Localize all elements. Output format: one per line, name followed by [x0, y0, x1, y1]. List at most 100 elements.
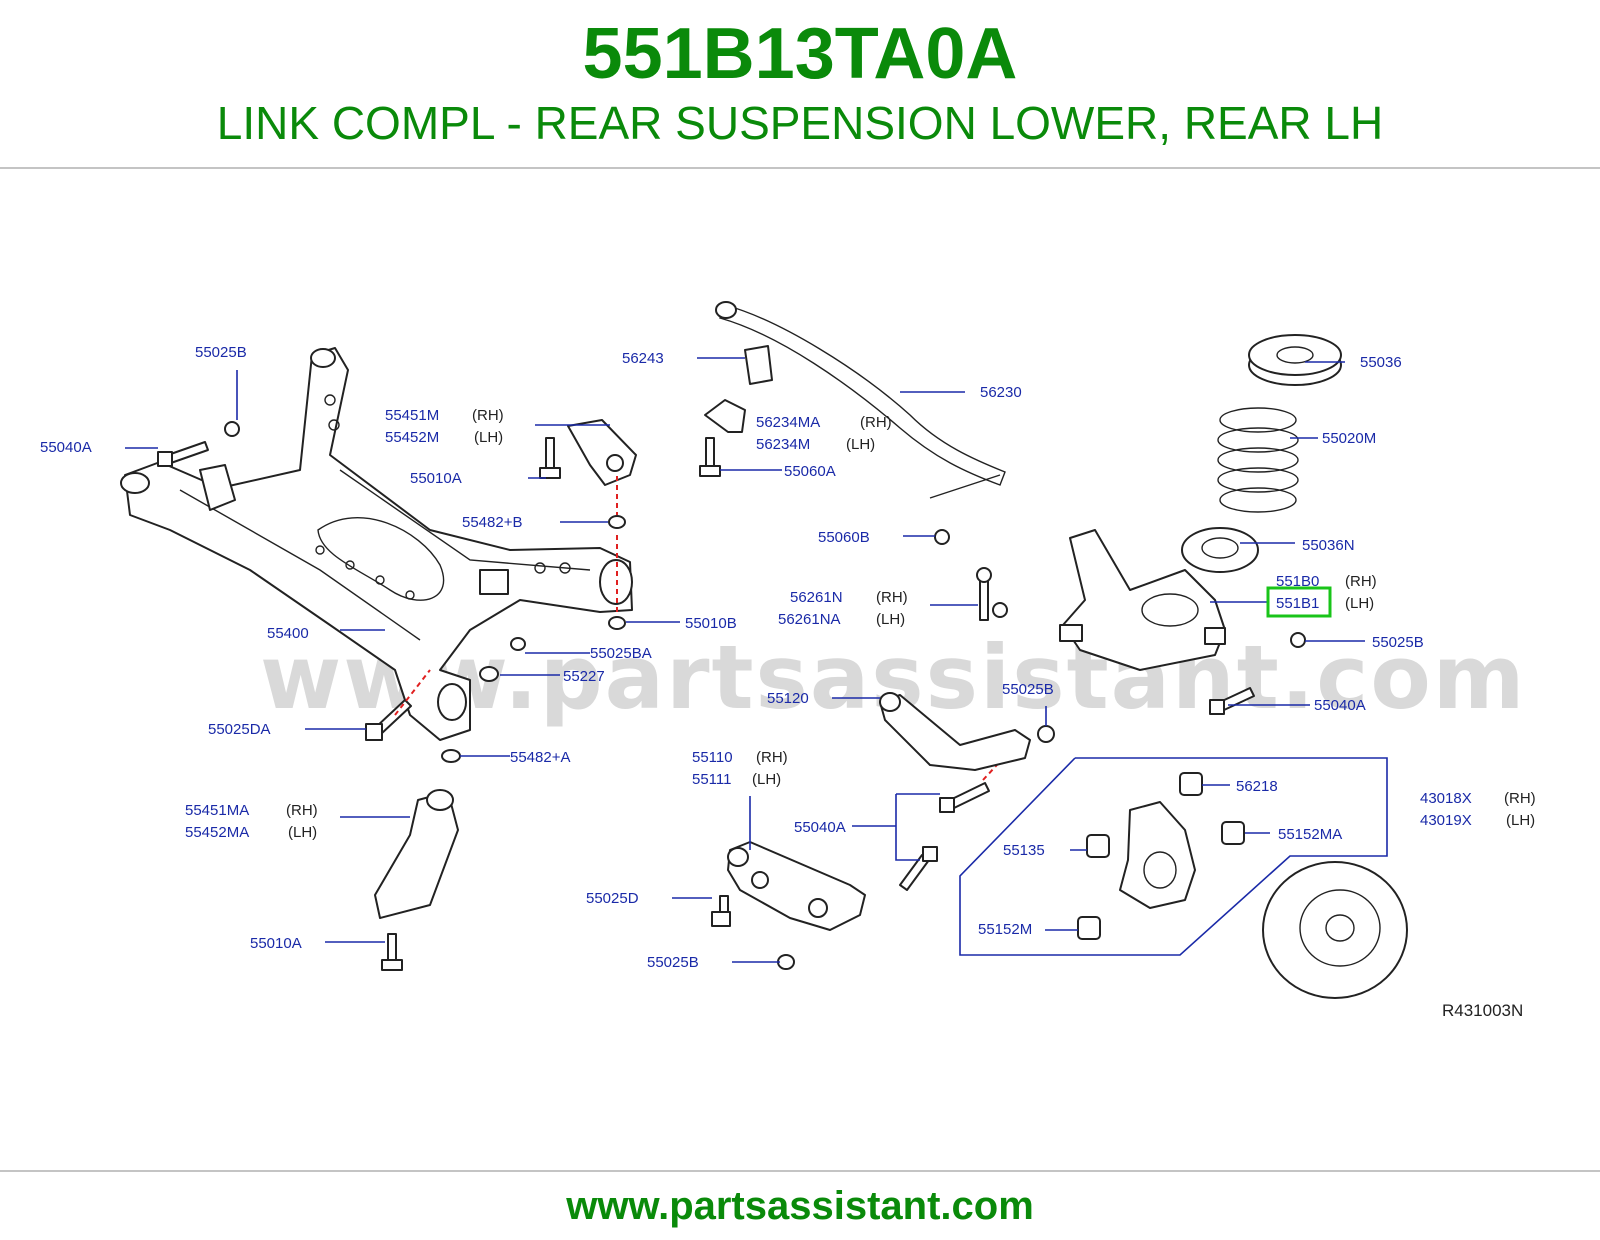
- side-rh: (RH): [756, 749, 788, 766]
- footer-website-link[interactable]: www.partsassistant.com: [566, 1184, 1034, 1228]
- spring-seat-55036n-drawing: [1181, 527, 1259, 573]
- callout-55025b-lower[interactable]: 55025B: [647, 954, 699, 971]
- callout-55025b-subframe[interactable]: 55025B: [195, 344, 247, 361]
- washer-55010b-drawing: [608, 616, 626, 630]
- callout-55040a-right[interactable]: 55040A: [1314, 697, 1366, 714]
- callout-55135[interactable]: 55135: [1003, 842, 1045, 859]
- part-description: LINK COMPL - REAR SUSPENSION LOWER, REAR…: [216, 97, 1384, 149]
- callout-55482b[interactable]: 55482+B: [462, 514, 522, 531]
- nut-55025b-lower-drawing: [777, 954, 795, 970]
- callout-55040a-left[interactable]: 55040A: [40, 439, 92, 456]
- callout-56230[interactable]: 56230: [980, 384, 1022, 401]
- bolt-55040a-left-drawing: [157, 441, 209, 467]
- upper-link-bushing-drawing: [879, 692, 901, 712]
- callout-43018x[interactable]: 43018X: [1420, 790, 1472, 807]
- bracket-bushing-drawing: [606, 454, 624, 472]
- callout-55040a-middle[interactable]: 55040A: [794, 819, 846, 836]
- bracket-55451ma-drawing: [374, 791, 459, 919]
- bushing-56243-drawing: [744, 345, 773, 385]
- kit-frame-bottom: [959, 757, 1360, 956]
- callout-56243[interactable]: 56243: [622, 350, 664, 367]
- callout-55036[interactable]: 55036: [1360, 354, 1402, 371]
- callout-55010a-upper[interactable]: 55010A: [410, 470, 462, 487]
- callout-55451m[interactable]: 55451M: [385, 407, 439, 424]
- side-rh: (RH): [286, 802, 318, 819]
- callout-55025ba[interactable]: 55025BA: [590, 645, 652, 662]
- lower-link-bushing-drawing: [727, 847, 749, 867]
- callout-43019x[interactable]: 43019X: [1420, 812, 1472, 829]
- bolt-55060a-drawing: [699, 437, 721, 477]
- callout-55025d[interactable]: 55025D: [586, 890, 639, 907]
- callout-551b0[interactable]: 551B0: [1276, 573, 1319, 590]
- callout-55482a[interactable]: 55482+A: [510, 749, 570, 766]
- bracket-55451ma-bushing-drawing: [426, 789, 454, 811]
- side-lh: (LH): [1345, 595, 1374, 612]
- bolt-55010a-upper-drawing: [539, 437, 561, 479]
- bushing-55152ma-drawing: [1221, 821, 1245, 845]
- header-divider: [0, 167, 1600, 169]
- side-rh: (RH): [860, 414, 892, 431]
- bushing-56218-drawing: [1179, 772, 1203, 796]
- bolt-55040a-right-drawing: [1209, 687, 1255, 715]
- bolt-55025d-drawing: [711, 895, 731, 927]
- kit-frame-top: [1075, 757, 1388, 857]
- callout-55025da[interactable]: 55025DA: [208, 721, 271, 738]
- nut-55025b-link-drawing: [1037, 725, 1055, 743]
- callout-55060a[interactable]: 55060A: [784, 463, 836, 480]
- callout-55025b-link[interactable]: 55025B: [1002, 681, 1054, 698]
- callout-55120[interactable]: 55120: [767, 690, 809, 707]
- bolt-55010a-lower-drawing: [381, 933, 403, 971]
- upper-link-55120-drawing: [879, 694, 1031, 771]
- side-rh: (RH): [1504, 790, 1536, 807]
- callout-55110[interactable]: 55110: [692, 749, 733, 766]
- stabilizer-link-drawing: [976, 567, 1008, 621]
- callout-55452ma[interactable]: 55452MA: [185, 824, 249, 841]
- knuckle-bore-drawing: [1143, 851, 1177, 889]
- side-rh: (RH): [472, 407, 504, 424]
- callout-56261na[interactable]: 56261NA: [778, 611, 841, 628]
- nut-55025b-right-drawing: [1290, 632, 1306, 648]
- callout-55020m[interactable]: 55020M: [1322, 430, 1376, 447]
- callout-55036n[interactable]: 55036N: [1302, 537, 1355, 554]
- callout-55400[interactable]: 55400: [267, 625, 309, 642]
- callout-55152ma[interactable]: 55152MA: [1278, 826, 1342, 843]
- stabilizer-bar-end-drawing: [929, 474, 1001, 499]
- stabilizer-bar-tip-drawing: [715, 301, 737, 319]
- callout-55025b-right[interactable]: 55025B: [1372, 634, 1424, 651]
- spring-seat-55036-drawing: [1248, 334, 1342, 386]
- subframe-drawing: [120, 347, 633, 741]
- callout-56218[interactable]: 56218: [1236, 778, 1278, 795]
- lower-link-551b-drawing: [1059, 529, 1226, 671]
- lower-link-hole-drawing: [751, 871, 769, 889]
- callout-55010a-lower[interactable]: 55010A: [250, 935, 302, 952]
- callout-56261n[interactable]: 56261N: [790, 589, 843, 606]
- coil-spring-55020m-drawing: [1217, 407, 1299, 513]
- nut-55025ba-drawing: [510, 637, 526, 651]
- side-lh: (LH): [474, 429, 503, 446]
- side-lh: (LH): [1506, 812, 1535, 829]
- callout-55111[interactable]: 55111: [692, 771, 732, 788]
- lower-link-55110-drawing: [727, 841, 866, 931]
- highlighted-part-box: [1266, 586, 1332, 618]
- callout-55452m[interactable]: 55452M: [385, 429, 439, 446]
- leader-lines: [125, 357, 1365, 963]
- footer-divider: [0, 1170, 1600, 1172]
- nut-55025b-subframe-drawing: [224, 421, 240, 437]
- callout-55010b[interactable]: 55010B: [685, 615, 737, 632]
- stabilizer-bar-drawing: [719, 304, 1006, 486]
- bushing-55152m-drawing: [1077, 916, 1101, 940]
- callout-55060b[interactable]: 55060B: [818, 529, 870, 546]
- callout-55152m[interactable]: 55152M: [978, 921, 1032, 938]
- callout-56234m[interactable]: 56234M: [756, 436, 810, 453]
- callout-55227[interactable]: 55227: [563, 668, 605, 685]
- brake-disc-drawing: [1262, 861, 1408, 999]
- callout-55451ma[interactable]: 55451MA: [185, 802, 249, 819]
- bracket-55451m-drawing: [567, 419, 637, 486]
- side-lh: (LH): [876, 611, 905, 628]
- callout-56234ma[interactable]: 56234MA: [756, 414, 820, 431]
- bolt-55040a-middle-drawing: [899, 782, 990, 891]
- alignment-line: [394, 669, 431, 716]
- callout-551b1[interactable]: 551B1: [1276, 595, 1319, 612]
- bolt-55025da-drawing: [365, 699, 412, 741]
- bushing-55227-drawing: [479, 666, 499, 682]
